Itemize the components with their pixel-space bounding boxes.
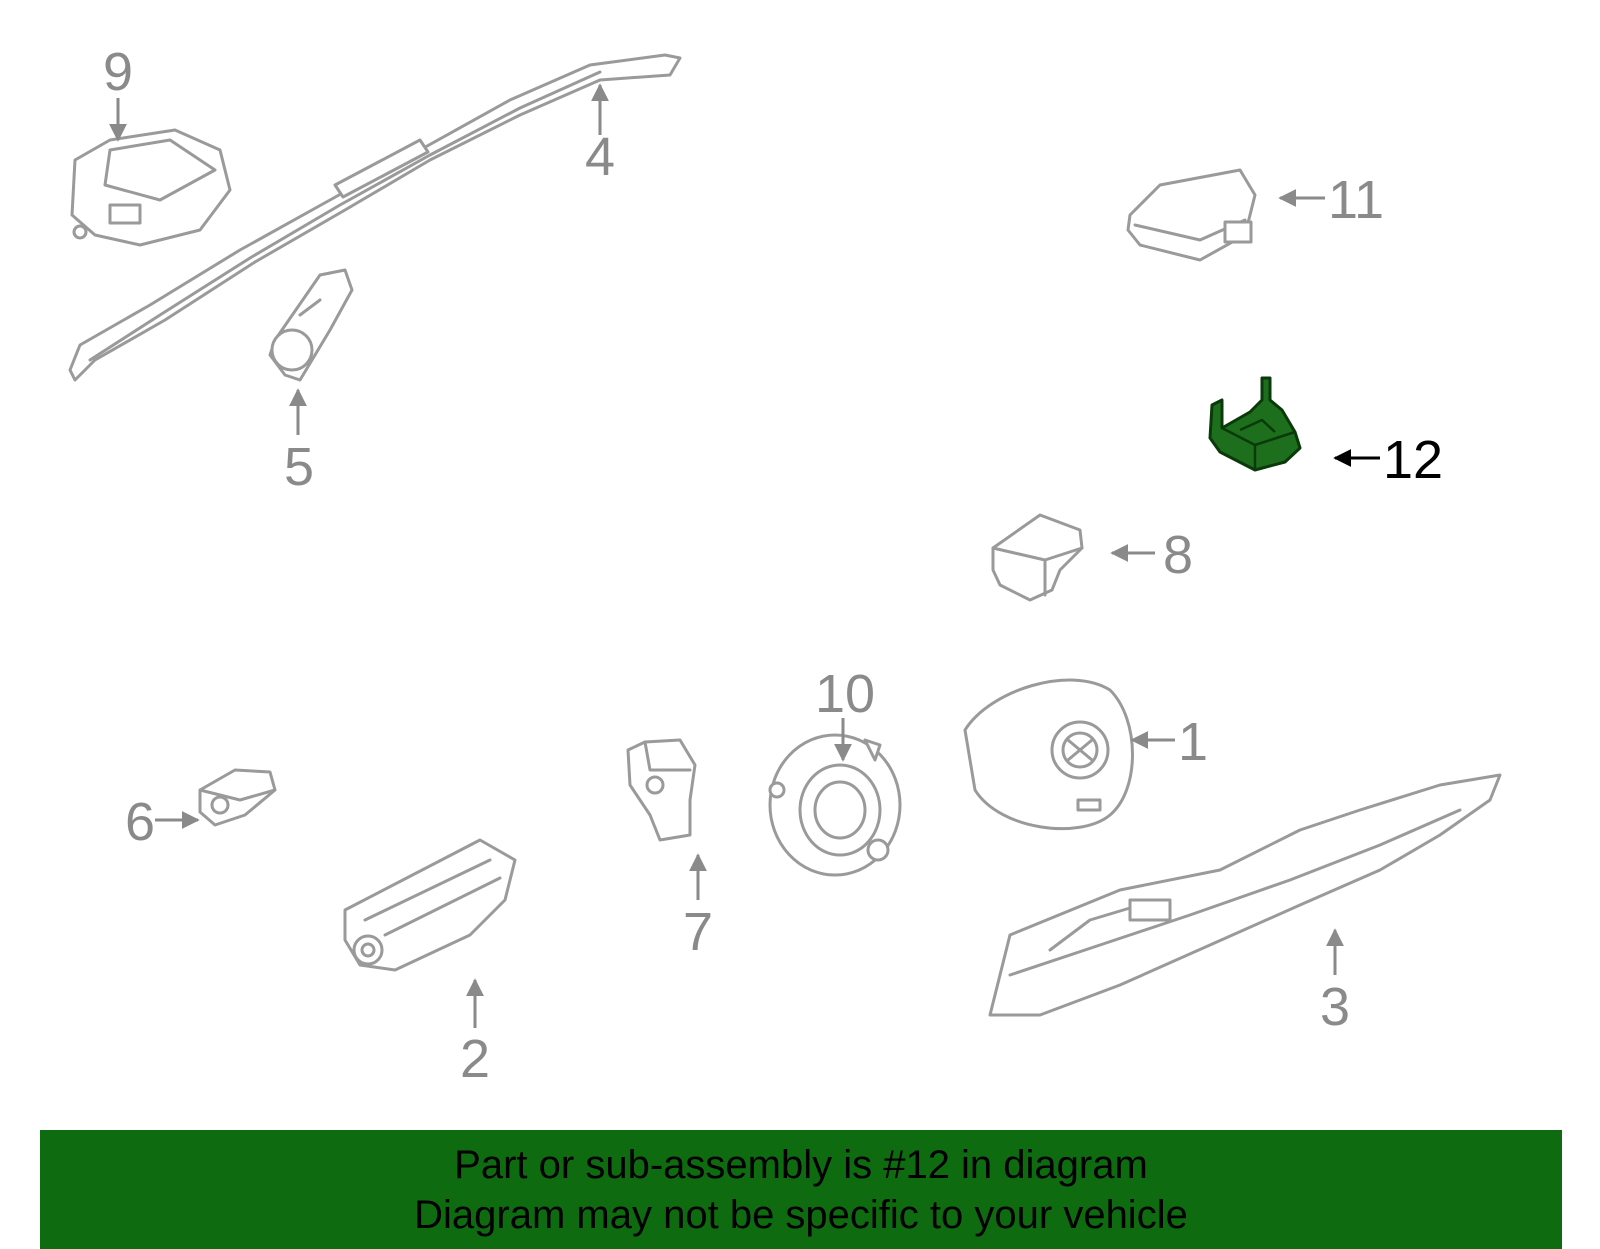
callout-12-number: 12 [1383,430,1443,490]
callout-5: 5 [284,388,314,497]
callout-1-number: 1 [1178,712,1208,772]
info-banner: Part or sub-assembly is #12 in diagram D… [40,1130,1562,1249]
callout-1: 1 [1130,712,1208,772]
part-4-curtain-airbag[interactable] [68,53,682,382]
part-2-passenger-airbag[interactable] [343,838,517,972]
callout-7: 7 [683,853,713,962]
callout-9: 9 [103,42,133,142]
callout-10-number: 10 [815,664,875,724]
callout-11-number: 11 [1328,170,1384,230]
banner-line-1: Part or sub-assembly is #12 in diagram [454,1143,1148,1187]
part-5-cover[interactable] [268,268,354,382]
callout-4: 4 [585,83,615,187]
callout-7-number: 7 [683,902,713,962]
part-12-bracket[interactable] [1208,376,1302,472]
callout-3: 3 [1320,928,1350,1037]
callout-6: 6 [125,792,200,852]
part-1-driver-airbag[interactable] [963,678,1134,831]
callout-8-number: 8 [1163,525,1193,585]
part-11-sensor-module[interactable] [1126,168,1257,262]
callout-4-number: 4 [585,127,615,187]
callout-10: 10 [815,664,875,762]
part-10-clock-spring[interactable] [768,733,902,877]
callout-3-number: 3 [1320,977,1350,1037]
callout-9-number: 9 [103,42,133,102]
banner-line-2: Diagram may not be specific to your vehi… [414,1193,1188,1237]
part-6-sensor[interactable] [198,768,277,827]
part-7-bracket[interactable] [626,738,697,842]
callout-8: 8 [1110,525,1193,585]
callout-11: 11 [1278,170,1384,230]
part-9-control-module[interactable] [70,128,232,247]
callout-2-number: 2 [460,1029,490,1089]
callout-12: 12 [1333,430,1443,490]
callout-5-number: 5 [284,437,314,497]
part-3-glove-box[interactable] [988,773,1502,1017]
callout-6-number: 6 [125,792,155,852]
part-8-sensor[interactable] [991,513,1084,602]
callout-2: 2 [460,978,490,1089]
